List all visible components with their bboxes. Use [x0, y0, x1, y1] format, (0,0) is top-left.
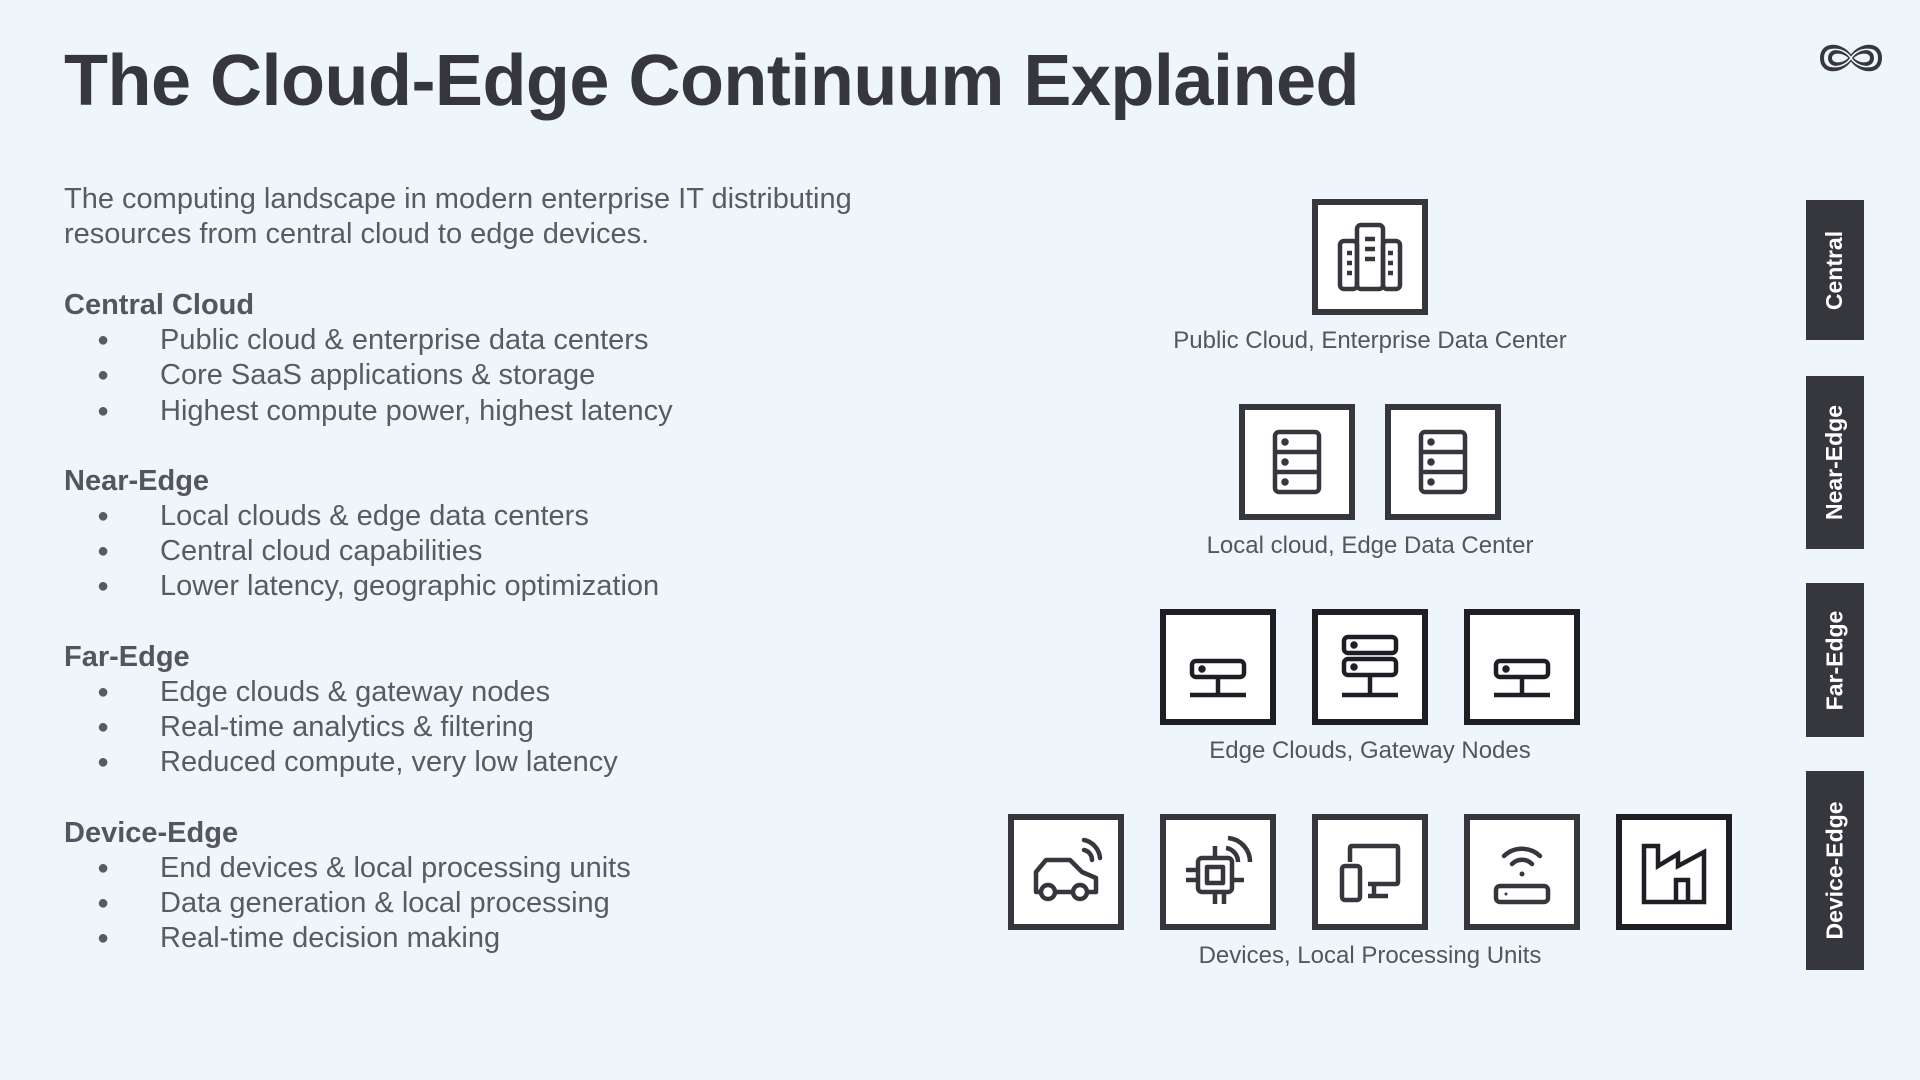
- list-item: ●Highest compute power, highest latency: [64, 394, 964, 429]
- bullet-icon: ●: [97, 680, 110, 703]
- list-item: ●Real-time analytics & filtering: [64, 710, 964, 745]
- list-item: ●Reduced compute, very low latency: [64, 745, 964, 780]
- list-item: ●End devices & local processing units: [64, 851, 964, 886]
- section-heading: Far-Edge: [64, 640, 190, 673]
- icon-tile: [1008, 814, 1124, 930]
- icon-tile: [1312, 814, 1428, 930]
- network-node-icon: [1493, 658, 1551, 698]
- bullet-icon: ●: [97, 364, 110, 387]
- icon-tile: [1239, 404, 1355, 520]
- bullet-icon: ●: [97, 399, 110, 422]
- side-tab-central: Central: [1806, 200, 1864, 340]
- server-rack-icon: [1272, 429, 1322, 495]
- tier-label: Edge Clouds, Gateway Nodes: [1209, 737, 1531, 764]
- tier-label: Local cloud, Edge Data Center: [1206, 532, 1534, 559]
- server-rack-icon: [1418, 429, 1468, 495]
- icon-tile: [1160, 814, 1276, 930]
- infinity-logo-icon: [1819, 44, 1883, 72]
- tier-far-edge: Edge Clouds, Gateway Nodes: [1000, 609, 1740, 765]
- network-node-icon: [1189, 658, 1247, 698]
- side-tab-far-edge: Far-Edge: [1806, 583, 1864, 737]
- page-title: The Cloud-Edge Continuum Explained: [64, 41, 1359, 121]
- icon-tile: [1312, 199, 1428, 315]
- bullet-icon: ●: [97, 891, 110, 914]
- list-item: ●Local clouds & edge data centers: [64, 499, 964, 534]
- list-item: ●Public cloud & enterprise data centers: [64, 323, 964, 358]
- section-device-edge: Device-Edge ●End devices & local process…: [64, 816, 964, 957]
- wifi-router-icon: [1493, 846, 1551, 905]
- tier-central: Public Cloud, Enterprise Data Center: [1000, 199, 1740, 355]
- list-item: ●Core SaaS applications & storage: [64, 358, 964, 393]
- list-item: ●Data generation & local processing: [64, 886, 964, 921]
- icon-tile: [1312, 609, 1428, 725]
- section-far-edge: Far-Edge ●Edge clouds & gateway nodes ●R…: [64, 640, 964, 781]
- factory-icon: [1641, 843, 1707, 905]
- bullet-icon: ●: [97, 540, 110, 563]
- bullet-icon: ●: [97, 329, 110, 351]
- tier-near-edge: Local cloud, Edge Data Center: [1000, 404, 1740, 560]
- list-item: ●Central cloud capabilities: [64, 534, 964, 569]
- tier-label: Public Cloud, Enterprise Data Center: [1173, 327, 1567, 354]
- icon-tile: [1160, 609, 1276, 725]
- icon-tile: [1385, 404, 1501, 520]
- section-heading: Central Cloud: [64, 289, 255, 321]
- list-item: ●Real-time decision making: [64, 921, 964, 956]
- list-item: ●Edge clouds & gateway nodes: [64, 675, 964, 710]
- tier-label: Devices, Local Processing Units: [1198, 942, 1542, 969]
- bullet-icon: ●: [97, 856, 110, 879]
- iot-chip-icon: [1186, 835, 1253, 904]
- side-tab-device-edge: Device-Edge: [1806, 771, 1864, 970]
- side-tab-near-edge: Near-Edge: [1806, 376, 1864, 549]
- icon-tile: [1616, 814, 1732, 930]
- office-building-icon: [1337, 222, 1403, 292]
- icon-tile: [1464, 814, 1580, 930]
- bullet-icon: ●: [97, 751, 110, 774]
- section-central-cloud: Central Cloud ●Public cloud & enterprise…: [64, 288, 964, 429]
- section-heading: Near-Edge: [64, 464, 210, 497]
- bullet-icon: ●: [97, 504, 110, 527]
- section-list: Central Cloud ●Public cloud & enterprise…: [64, 288, 964, 992]
- icon-tile: [1464, 609, 1580, 725]
- list-item: ●Lower latency, geographic optimization: [64, 569, 964, 604]
- connected-car-icon: [1033, 837, 1103, 902]
- devices-icon: [1339, 843, 1401, 903]
- intro-text: The computing landscape in modern enterp…: [64, 183, 852, 250]
- bullet-icon: ●: [97, 927, 110, 950]
- section-heading: Device-Edge: [64, 816, 239, 849]
- bullet-icon: ●: [97, 575, 110, 598]
- tier-device-edge: Devices, Local Processing Units: [1000, 814, 1740, 970]
- network-server-icon: [1341, 634, 1399, 698]
- section-near-edge: Near-Edge ●Local clouds & edge data cent…: [64, 464, 964, 605]
- bullet-icon: ●: [97, 716, 110, 739]
